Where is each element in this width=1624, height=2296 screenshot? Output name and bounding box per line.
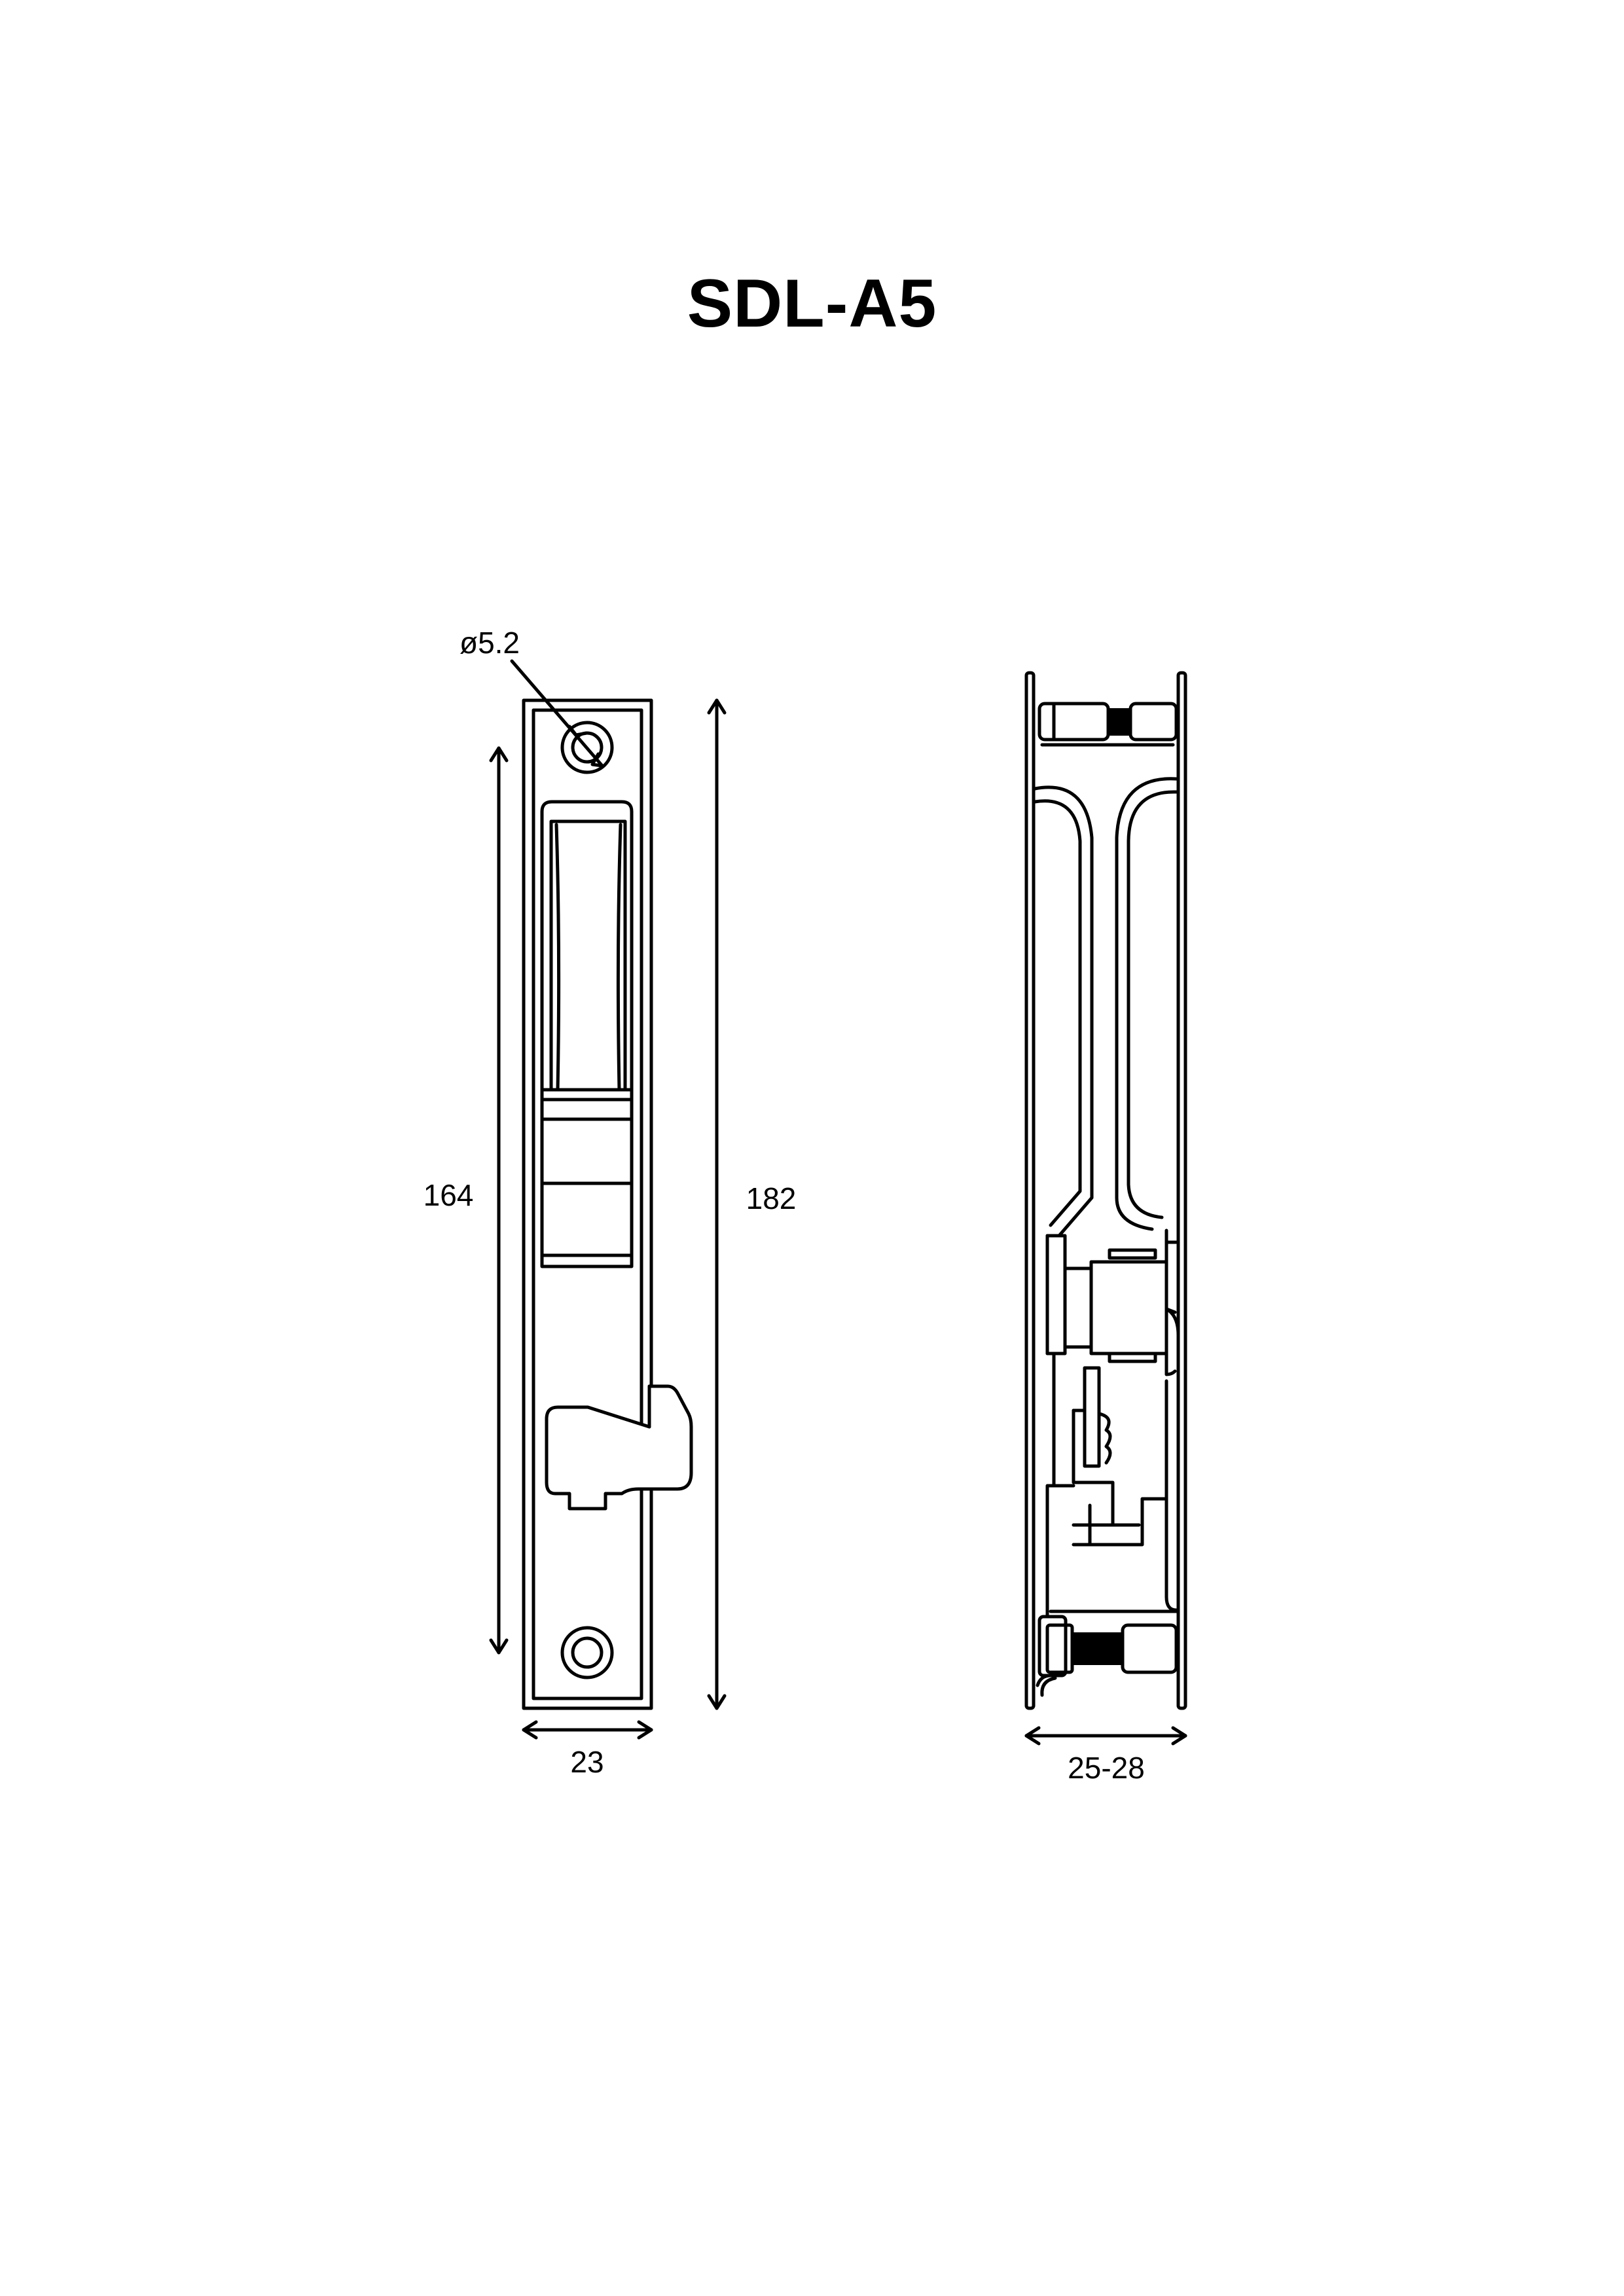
dimension-label-diameter: ø5.2 [460,626,520,660]
front-view: 164 182 23 ø5.2 [424,626,797,1779]
left-spring-arm [1033,785,1094,1238]
faceplate-inner-outline [532,708,643,1700]
dimension-25-28: 25-28 [1024,1726,1187,1785]
side-view: 25-28 [1024,671,1187,1785]
right-spring-arm [1115,777,1178,1231]
drawing-title: SDL-A5 [687,266,937,342]
dimension-label-164: 164 [424,1178,474,1212]
dimension-164: 164 [424,746,509,1655]
dimension-label-182: 182 [746,1181,797,1215]
dimension-label-25-28: 25-28 [1068,1751,1145,1785]
dimension-182: 182 [707,698,797,1710]
faceplate-outline [522,698,653,1710]
lever-handle [540,800,634,1268]
latch-hook [545,1384,693,1511]
bottom-screw-hole [560,1626,614,1679]
top-spacer [1038,702,1178,747]
diameter-callout: ø5.2 [460,626,604,768]
dimension-label-23: 23 [570,1745,604,1779]
bottom-spacer [1036,1609,1180,1697]
dimension-23: 23 [522,1720,653,1779]
latch-mechanism [1045,1229,1180,1619]
